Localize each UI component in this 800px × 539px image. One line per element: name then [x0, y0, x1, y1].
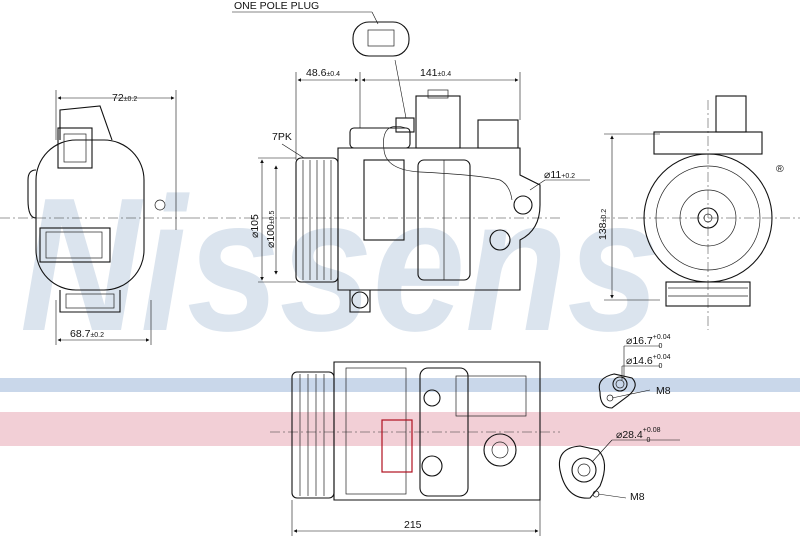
port-detail-small: [598, 345, 660, 409]
brand-watermark: Nissens: [20, 159, 660, 371]
thread-m8-label-top: M8: [656, 385, 671, 397]
dim-138-label: 138±0.2: [597, 209, 609, 240]
bottom-view: [270, 361, 560, 536]
dim-72-label: 72±0.2: [112, 92, 137, 104]
end-view-right: [600, 95, 800, 330]
plug-callout-label: ONE POLE PLUG: [234, 0, 319, 12]
belt-7pk-label: 7PK: [272, 131, 292, 143]
red-stripe: [0, 412, 800, 446]
dim-68-7-label: 68.7±0.2: [70, 328, 104, 340]
dim-48-6-label: 48.6±0.4: [306, 67, 340, 79]
front-view: [190, 11, 590, 313]
port-detail-large: [558, 439, 680, 499]
registered-mark: ®: [776, 163, 784, 175]
dim-141-label: 141±0.4: [420, 67, 451, 79]
blue-stripe: [0, 378, 800, 392]
dim-100-label: ⌀100±0.5: [265, 210, 277, 248]
dim-215-label: 215: [404, 519, 422, 531]
dim-11-label: ⌀11+0.2: [544, 169, 575, 181]
side-view-left: [0, 90, 190, 345]
thread-m8-label-bottom: M8: [630, 491, 645, 503]
dim-105-label: ⌀105: [249, 214, 261, 238]
